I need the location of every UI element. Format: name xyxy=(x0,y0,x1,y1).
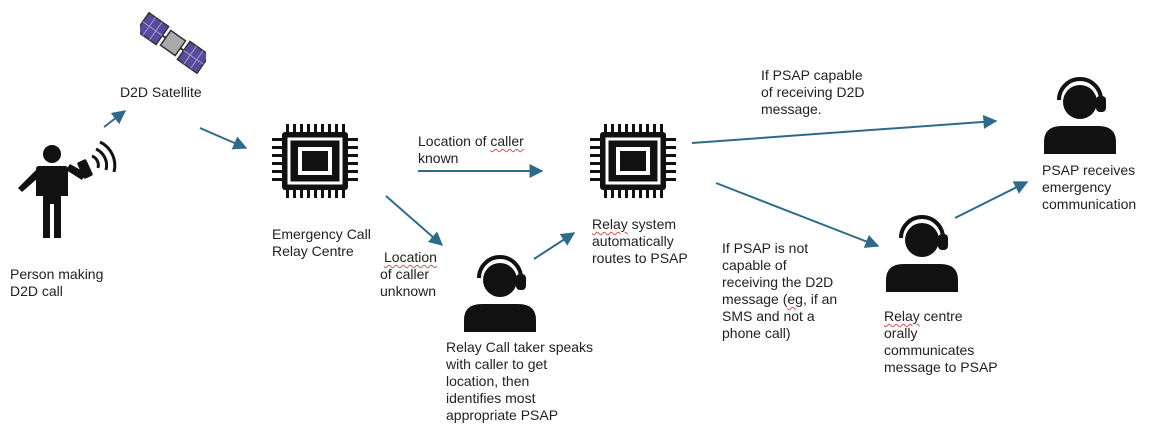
relay-centre-label: Emergency Call Relay Centre xyxy=(272,226,371,259)
call-taker-label: Relay Call taker speaks with caller to g… xyxy=(446,339,594,423)
edge-label-capable: If PSAP capable of receiving D2D message… xyxy=(761,67,865,117)
arrow-relay-system-to-psap xyxy=(691,114,998,144)
satellite-icon xyxy=(140,12,206,74)
satellite-label: D2D Satellite xyxy=(120,84,202,100)
edge-known-a: Location of xyxy=(418,133,491,149)
relay-word: Relay xyxy=(884,308,920,324)
relay-orally-label-rest: centre orally communicates message to PS… xyxy=(884,308,998,375)
arrow-relay-system-to-relay-centre-orally xyxy=(715,182,880,248)
relay-word: Relay xyxy=(592,216,628,232)
arrow-relay-orally-to-psap xyxy=(954,181,1029,219)
headset-operator-icon xyxy=(1044,77,1116,154)
person-phone-icon xyxy=(18,140,117,238)
edge-unknown-b: of caller unknown xyxy=(380,266,437,299)
edge-not-capable-b: , if an SMS and not a phone call) xyxy=(722,291,838,341)
arrow-call-taker-to-relay-system xyxy=(533,232,576,260)
headset-operator-icon xyxy=(464,255,536,332)
arrow-location-unknown xyxy=(385,195,444,246)
relay-orally-label: Relay centre orally communicates message… xyxy=(884,308,998,376)
processor-chip-icon xyxy=(272,124,358,198)
relay-system-label-rest: system automatically routes to PSAP xyxy=(592,216,688,266)
edge-label-not-capable: If PSAP is not capable of receiving the … xyxy=(722,240,837,342)
psap-label: PSAP receives emergency communication xyxy=(1042,162,1137,212)
processor-chip-icon xyxy=(590,124,676,198)
headset-operator-icon xyxy=(886,215,958,292)
edge-known-caller: caller xyxy=(490,133,524,149)
arrow-satellite-to-relay-centre xyxy=(199,127,248,150)
edge-known-c: known xyxy=(418,150,459,166)
edge-not-capable-eg: eg xyxy=(787,291,803,307)
edge-label-location-known: Location of caller known xyxy=(418,133,524,167)
edge-unknown-a: Location xyxy=(384,249,437,265)
person-label: Person making D2D call xyxy=(10,266,104,299)
arrow-person-to-satellite xyxy=(103,110,127,128)
edge-label-location-unknown: Location of caller unknown xyxy=(380,249,437,300)
relay-system-label: Relay system automatically routes to PSA… xyxy=(592,216,688,267)
edge-not-capable-a: If PSAP is not capable of receiving the … xyxy=(722,240,834,307)
